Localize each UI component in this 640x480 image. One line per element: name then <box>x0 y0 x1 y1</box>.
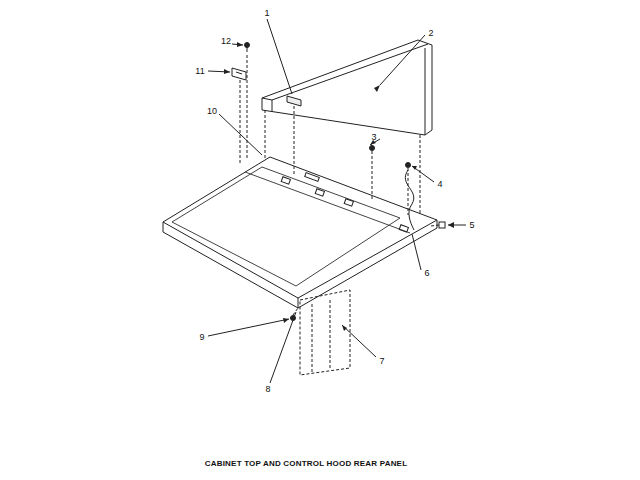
callout-number: 12 <box>221 37 231 46</box>
callout-number: 3 <box>371 133 376 142</box>
callout-number: 10 <box>207 107 217 116</box>
callout-number: 9 <box>199 333 204 342</box>
figure-caption: CABINET TOP AND CONTROL HOOD REAR PANEL <box>205 460 407 468</box>
callout-number: 11 <box>195 67 204 76</box>
callout-number: 7 <box>379 357 384 366</box>
callout-number: 8 <box>265 385 270 394</box>
callout-number: 2 <box>428 29 433 38</box>
callout-number: 4 <box>437 180 442 189</box>
callout-number: 5 <box>469 221 474 230</box>
callout-number: 6 <box>424 269 429 278</box>
callout-number: 1 <box>264 9 269 18</box>
